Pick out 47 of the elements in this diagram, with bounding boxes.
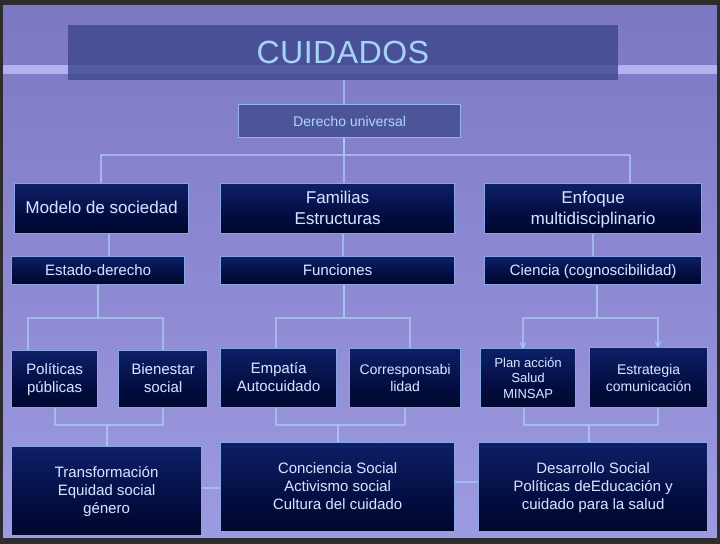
process-box: [118, 350, 208, 408]
box-label: Bienestar social: [130, 361, 196, 397]
title-banner: [68, 25, 618, 80]
box-label: Estrategia comunicación: [604, 360, 692, 394]
box-label: Derecho universal: [293, 112, 406, 130]
connector-line: [343, 138, 631, 183]
connector-line: [202, 487, 220, 489]
process-box: [349, 348, 461, 408]
box-label: Transformación Equidad social género: [54, 464, 160, 518]
connector-line: [588, 408, 659, 442]
process-box: [589, 347, 708, 408]
box-label: Funciones: [302, 262, 372, 280]
process-box: [11, 446, 202, 536]
box-label: Conciencia Social Activismo social Cultura del cuidado: [272, 460, 404, 514]
process-box: [238, 104, 461, 138]
process-box: [11, 350, 98, 408]
process-box: [220, 442, 455, 532]
process-box: [11, 256, 185, 285]
box-label: Políticas públicas: [25, 361, 84, 397]
connector-line: [106, 408, 164, 446]
process-box: [478, 442, 708, 532]
connector-line: [455, 481, 478, 483]
process-box: [480, 348, 576, 408]
box-label: Corresponsabi lidad: [358, 361, 452, 395]
box-label: Desarrollo Social Políticas deEducación y cuidado para la salud: [512, 460, 674, 514]
process-box: [484, 183, 702, 234]
connector-line: [342, 234, 344, 256]
box-label: Familias Estructuras: [294, 188, 382, 229]
box-label: Enfoque multidisciplinario: [530, 188, 656, 229]
process-box: [14, 183, 189, 234]
connector-line: [343, 80, 345, 104]
connector-line: [337, 408, 406, 442]
box-label: Plan acción Salud MINSAP: [493, 354, 563, 402]
box-label: Ciencia (cognoscibilidad): [510, 262, 676, 280]
title-text: CUIDADOS: [256, 33, 430, 72]
arrow: [596, 285, 662, 348]
process-box: [220, 348, 337, 408]
connector-line: [592, 234, 594, 256]
box-label: Empatía Autocuidado: [236, 360, 322, 396]
connector-line: [343, 285, 411, 348]
box-label: Modelo de sociedad: [25, 198, 178, 219]
process-box: [484, 256, 702, 285]
process-box: [220, 183, 455, 234]
connector-line: [97, 285, 164, 350]
box-label: Estado-derecho: [45, 262, 151, 280]
process-box: [220, 256, 455, 285]
connector-line: [108, 234, 110, 256]
